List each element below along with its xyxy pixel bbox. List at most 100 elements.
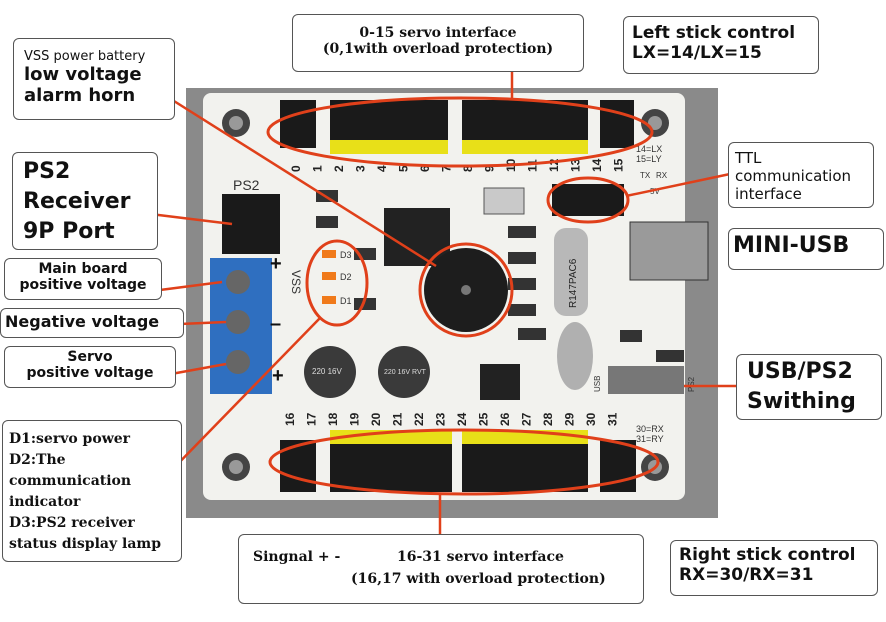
bottom-pin-label-26: 26	[498, 412, 512, 426]
callout-buzzer	[418, 242, 514, 338]
bottom-pin-label-29: 29	[563, 412, 577, 426]
label-left-stick: Left stick control LX=14/LX=15	[623, 16, 819, 74]
right-stick-line1: Right stick control	[679, 545, 856, 565]
left-stick-line2: LX=14/LX=15	[632, 43, 762, 63]
ttl-line3: interface	[735, 185, 802, 203]
led-line1: D1:servo power	[9, 431, 131, 447]
usb-ps2-line1: USB/PS2	[747, 359, 853, 384]
smd-part	[508, 252, 536, 264]
silk-lx: 14=LX	[636, 144, 662, 154]
smd-part	[656, 350, 684, 362]
servo-voltage-line1: Servo	[67, 349, 113, 365]
mcu-chip	[384, 208, 450, 266]
silk-ly: 15=LY	[636, 154, 662, 164]
main-voltage-line2: positive voltage	[19, 277, 147, 293]
bottom-pin-label-30: 30	[584, 412, 598, 426]
bottom-pin-label-23: 23	[434, 412, 448, 426]
servo-bottom-line2: (16,17 with overload protection)	[351, 571, 606, 587]
top-pin-label-11: 11	[526, 159, 540, 172]
signal-prefix: Singnal + -	[253, 549, 341, 565]
usb-ps2-line2: Swithing	[747, 389, 856, 414]
bottom-pin-label-24: 24	[455, 412, 469, 426]
silk-ry: 31=RY	[636, 434, 664, 444]
silk-d1: D1	[340, 296, 352, 306]
ps2-line3: 9P Port	[23, 219, 115, 244]
label-vss-alarm: VSS power battery low voltage alarm horn	[13, 38, 175, 120]
ttl-line1: TTL	[735, 149, 762, 167]
top-header-right	[600, 100, 634, 148]
leader-negative	[179, 320, 227, 326]
mini-usb-port	[629, 221, 709, 281]
cap2-marking: 220 16V RVT	[384, 369, 427, 376]
label-led-legend: D1:servo power D2:The communication indi…	[2, 420, 182, 562]
leader-ttl	[625, 172, 731, 198]
bottom-header-b	[462, 440, 588, 492]
reset-button	[483, 187, 525, 215]
smd-part	[620, 330, 642, 342]
svg-text:+: +	[270, 253, 282, 275]
capacitor	[304, 346, 356, 398]
silk-tx: TX	[640, 171, 651, 180]
crystal-marking: R147PAC6	[568, 258, 579, 308]
leader-vss	[165, 94, 437, 268]
silk-ps2: PS2	[233, 177, 260, 193]
right-stick-line2: RX=30/RX=31	[679, 565, 814, 585]
servo-bottom-line1: 16-31 servo interface	[397, 549, 564, 565]
label-main-board-voltage: Main board positive voltage	[4, 258, 162, 300]
label-servo-16-31: Singnal + - 16-31 servo interface (16,17…	[238, 534, 644, 604]
top-pin-label-3: 3	[354, 165, 368, 172]
ttl-header	[552, 184, 624, 216]
bottom-pin-label-28: 28	[541, 412, 555, 426]
led-line6: status display lamp	[9, 536, 161, 552]
smd-part	[508, 278, 536, 290]
label-negative-voltage: Negative voltage	[0, 308, 184, 338]
driver-chip	[480, 364, 520, 400]
top-pin-label-7: 7	[440, 165, 454, 172]
label-servo-0-15: 0-15 servo interface (0,1with overload p…	[292, 14, 584, 72]
label-right-stick: Right stick control RX=30/RX=31	[670, 540, 878, 596]
top-pin-label-5: 5	[397, 165, 411, 172]
led-d3	[322, 250, 336, 258]
label-usb-ps2: USB/PS2 Swithing	[736, 354, 882, 420]
bottom-header-a	[330, 440, 452, 492]
silk-d2: D2	[340, 272, 352, 282]
silk-rx-pin: RX	[656, 171, 668, 180]
capacitor	[378, 346, 430, 398]
negative-voltage-text: Negative voltage	[5, 312, 160, 331]
silk-usb: USB	[593, 376, 602, 392]
bottom-pin-label-22: 22	[412, 412, 426, 426]
left-stick-line1: Left stick control	[632, 23, 796, 43]
top-pin-label-15: 15	[612, 158, 626, 172]
ttl-line2: communication	[735, 167, 852, 185]
label-ps2-receiver: PS2 Receiver 9P Port	[12, 152, 158, 250]
bottom-pin-label-17: 17	[305, 412, 319, 426]
usb-ps2-switch	[608, 366, 684, 394]
ps2-line1: PS2	[23, 159, 71, 184]
crystal	[554, 228, 588, 316]
servo-top-line1: 0-15 servo interface	[359, 25, 517, 41]
smd-part	[508, 304, 536, 316]
top-pin-label-14: 14	[590, 158, 604, 172]
bottom-pin-label-21: 21	[391, 412, 405, 426]
led-line4: indicator	[9, 494, 81, 510]
servo-top-line2: (0,1with overload protection)	[322, 41, 554, 57]
cap1-marking: 220 16V	[312, 367, 342, 376]
bottom-pin-label-20: 20	[369, 412, 383, 426]
bottom-pin-label-18: 18	[326, 412, 340, 426]
top-pin-label-13: 13	[569, 158, 583, 172]
top-pin-label-0: 0	[289, 165, 303, 172]
led-line3: communication	[9, 473, 132, 489]
vss-line3: alarm horn	[24, 85, 136, 106]
smd-part	[316, 216, 338, 228]
smd-part	[354, 298, 376, 310]
bottom-pin-label-31: 31	[606, 412, 620, 426]
bottom-pin-label-16: 16	[283, 412, 297, 426]
bottom-pin-label-19: 19	[348, 412, 362, 426]
bottom-pin-label-25: 25	[477, 412, 491, 426]
led-d1	[322, 296, 336, 304]
top-pin-label-9: 9	[483, 165, 497, 172]
led-line2: D2:The	[9, 452, 66, 468]
vss-line2: low voltage	[24, 64, 142, 85]
